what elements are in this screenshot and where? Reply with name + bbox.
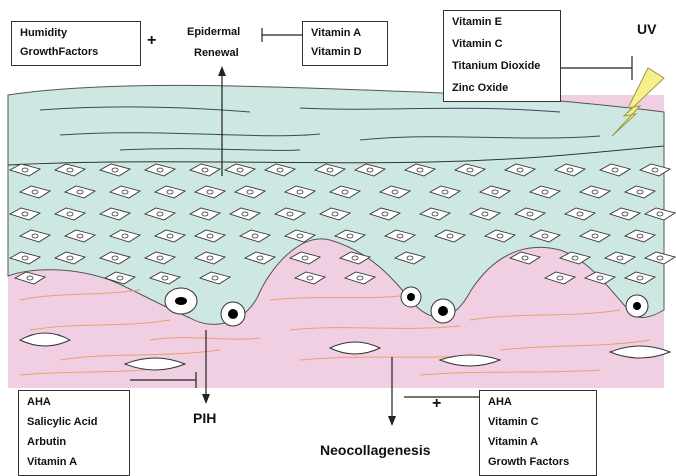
box-line: Vitamin D <box>311 46 362 58</box>
box-line: Vitamin A <box>488 436 538 448</box>
box-line: Growth Factors <box>488 456 569 468</box>
label-epidermal: Epidermal <box>187 26 240 38</box>
box-line: Arbutin <box>27 436 66 448</box>
box-line: Humidity <box>20 27 67 39</box>
box-humidity-growthfactors: Humidity GrowthFactors <box>11 21 141 66</box>
box-line: Vitamin E <box>452 16 502 28</box>
box-line: Vitamin C <box>452 38 503 50</box>
label-plus-bottom: + <box>432 395 441 413</box>
box-line: GrowthFactors <box>20 46 98 58</box>
box-line: Vitamin A <box>311 27 361 39</box>
box-sunscreen-ingredients: Vitamin E Vitamin C Titanium Dioxide Zin… <box>443 10 561 102</box>
box-line: Salicylic Acid <box>27 416 98 428</box>
label-neocollagenesis: Neocollagenesis <box>320 442 431 458</box>
label-renewal: Renewal <box>194 47 239 59</box>
box-line: Zinc Oxide <box>452 82 508 94</box>
box-line: AHA <box>488 396 512 408</box>
box-line: Vitamin A <box>27 456 77 468</box>
label-pih: PIH <box>193 410 216 426</box>
box-neocollagenesis-treatments: AHA Vitamin C Vitamin A Growth Factors <box>479 390 597 476</box>
label-uv: UV <box>637 21 656 37</box>
box-line: Titanium Dioxide <box>452 60 540 72</box>
label-plus-top: + <box>147 32 156 50</box>
box-vitamin-a-d: Vitamin A Vitamin D <box>302 21 388 66</box>
box-line: Vitamin C <box>488 416 539 428</box>
box-pih-treatments: AHA Salicylic Acid Arbutin Vitamin A <box>18 390 130 476</box>
box-line: AHA <box>27 396 51 408</box>
